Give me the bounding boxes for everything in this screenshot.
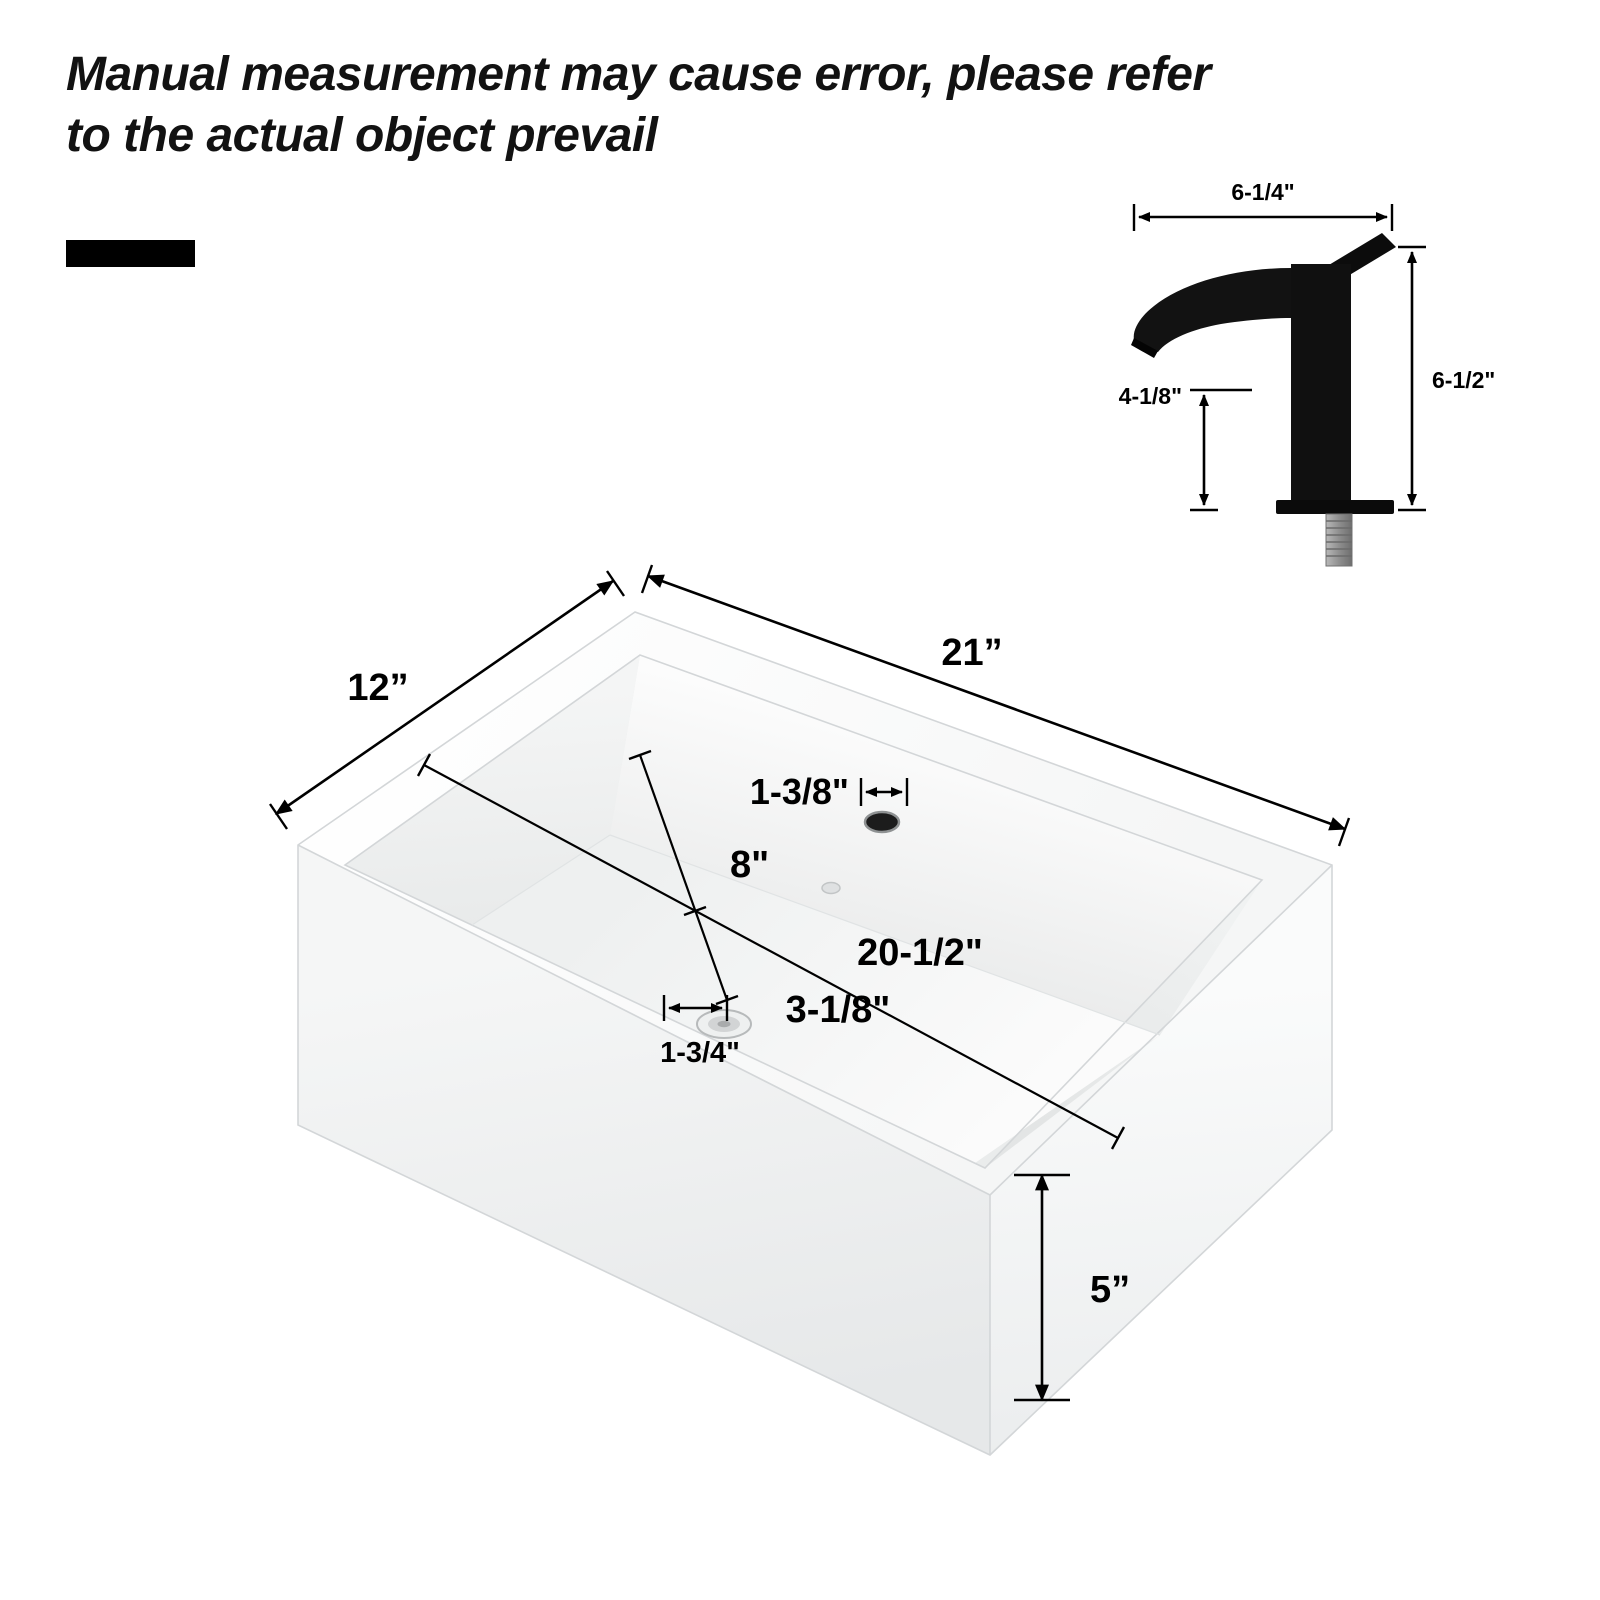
- sink-outline: [297, 611, 1333, 1456]
- dim-faucet-width: 6-1/4": [1132, 179, 1394, 231]
- dim-sink-height-label: 5”: [1090, 1269, 1130, 1311]
- faucet-base-plate: [1276, 500, 1394, 514]
- dim-drain-diameter-label: 1-3/4": [660, 1037, 740, 1069]
- dim-drain-to-corner-label: 8": [730, 844, 769, 886]
- overflow-hole: [821, 881, 841, 895]
- dim-faucet-width-label: 6-1/4": [1231, 179, 1294, 205]
- dim-faucet-spout-height-label: 4-1/8": [1119, 383, 1182, 409]
- faucet-hole: [863, 810, 901, 834]
- sink-left-face: [298, 845, 990, 1455]
- basin-floor: [472, 835, 1160, 1163]
- disclaimer-text: Manual measurement may cause error, plea…: [66, 44, 1346, 167]
- sink-right-face: [990, 865, 1332, 1455]
- faucet-diagram: 6-1/4" 6-1/2" 4-1/8": [1119, 179, 1495, 567]
- dim-inner-length-label: 20-1/2": [857, 932, 983, 974]
- dim-drain-to-corner: 8": [628, 749, 769, 1006]
- faucet-spout: [1133, 268, 1291, 352]
- divider-bar: [66, 240, 195, 267]
- dim-drain-diameter: 1-3/4": [660, 995, 740, 1069]
- dim-faucet-height: 6-1/2": [1398, 245, 1495, 512]
- dim-sink-depth-label: 12”: [347, 667, 408, 709]
- dim-inner-length: 20-1/2": [416, 753, 1126, 1150]
- sink-diagram: [297, 611, 1333, 1456]
- disclaimer-line-1: Manual measurement may cause error, plea…: [66, 48, 1211, 101]
- extension-tick: [606, 570, 625, 597]
- disclaimer-line-2: to the actual object prevail: [66, 109, 658, 163]
- dim-faucet-hole: 1-3/8": [750, 771, 909, 812]
- dim-sink-depth: 12”: [269, 570, 625, 830]
- faucet-shank: [1325, 513, 1353, 567]
- dim-faucet-hole-label: 1-3/8": [750, 771, 849, 812]
- extension-tick: [640, 564, 654, 594]
- faucet-spout-opening: [1131, 338, 1158, 358]
- sink-dimensions: 12” 21” 1-3/8" 8": [269, 564, 1351, 1402]
- basin-back-fold: [609, 834, 1161, 1036]
- dim-faucet-spout-height: 4-1/8": [1119, 383, 1252, 512]
- drain-hole: [696, 1009, 752, 1039]
- dim-sink-width: 21”: [640, 564, 1351, 847]
- dim-drain-offset-label: 3-1/8": [786, 989, 891, 1031]
- extension-tick: [1337, 817, 1351, 847]
- dim-sink-width-label: 21”: [941, 632, 1002, 674]
- dim-faucet-height-label: 6-1/2": [1432, 367, 1495, 393]
- basin-left-fold: [471, 834, 611, 926]
- dim-sink-height: 5”: [1014, 1173, 1130, 1402]
- extension-tick: [269, 803, 288, 830]
- faucet-body: [1291, 264, 1351, 502]
